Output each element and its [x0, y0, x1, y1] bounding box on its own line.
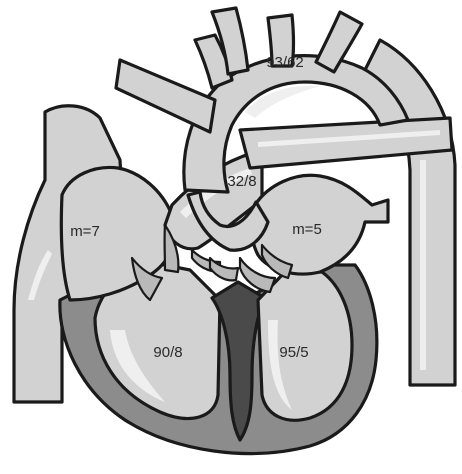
label-right-ventricle-pressure: 90/8: [153, 344, 182, 361]
distal-arch-branch: [316, 12, 362, 72]
label-left-atrium-pressure: m=5: [292, 221, 322, 238]
label-left-ventricle-pressure: 95/5: [279, 344, 308, 361]
aortic-valve: [210, 258, 238, 280]
label-pulmonary-artery-pressure: 32/8: [227, 173, 256, 190]
label-aorta-pressure: 93/62: [266, 54, 304, 71]
right-pulmonary-artery: [116, 60, 215, 132]
label-right-atrium-pressure: m=7: [70, 223, 100, 240]
descending-aorta-highlight: [420, 160, 426, 370]
